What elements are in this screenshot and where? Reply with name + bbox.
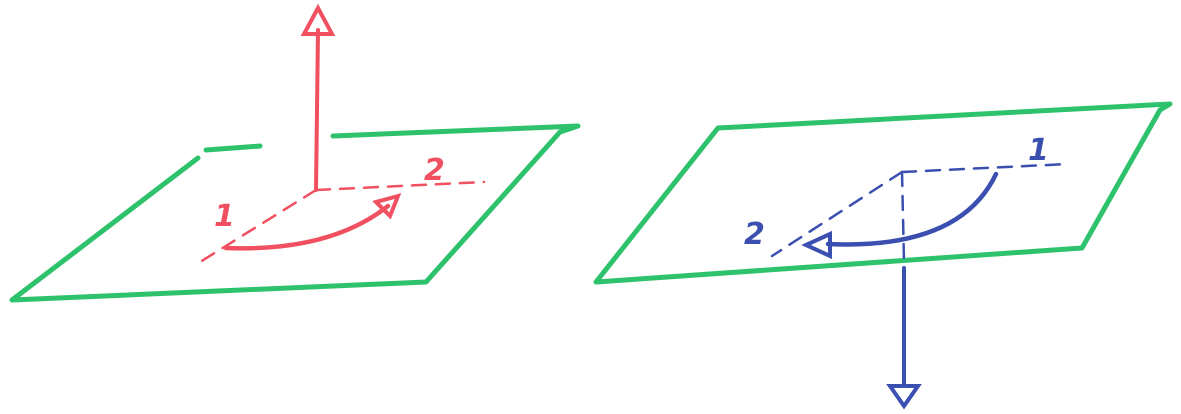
left-figure: 1 2 — [12, 8, 578, 300]
left-rotation-arc — [226, 206, 388, 248]
right-normal-arrowhead — [890, 386, 918, 406]
left-plane — [12, 126, 578, 300]
right-plane — [596, 104, 1170, 282]
right-label-1: 1 — [1028, 133, 1049, 168]
right-label-2: 2 — [744, 217, 765, 252]
right-dashed-vertical — [902, 172, 904, 262]
left-dashed-line-2 — [316, 182, 484, 190]
left-label-2: 2 — [424, 153, 445, 188]
left-normal-arrow-shaft — [316, 30, 318, 190]
left-label-1: 1 — [214, 199, 235, 234]
right-rotation-arc — [828, 174, 996, 244]
right-figure: 1 2 — [596, 104, 1170, 406]
